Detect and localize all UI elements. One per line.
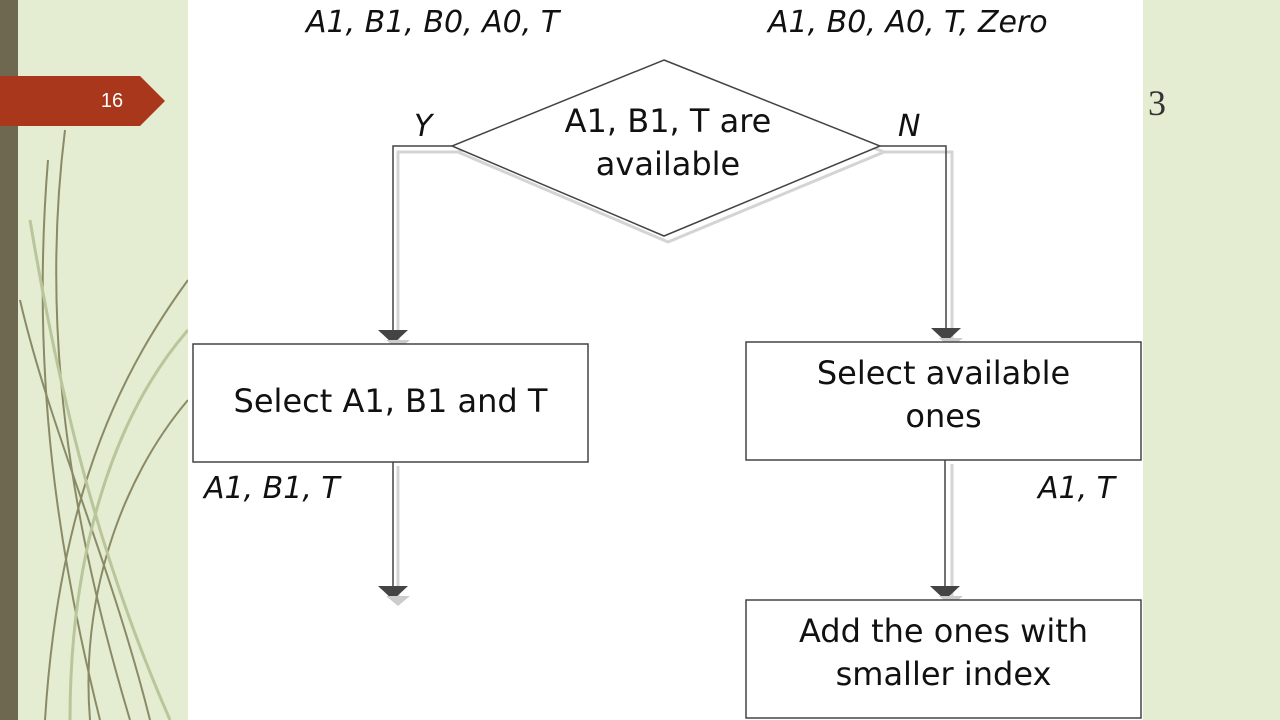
right-process-text-line1: Select available [816, 354, 1071, 392]
left-accent-bar [0, 0, 18, 720]
right-output-label: A1, T [1038, 471, 1116, 506]
decision-text-line2: available [595, 145, 741, 184]
top-left-inputs-label: A1, B1, B0, A0, T [306, 5, 560, 40]
no-label: N [898, 109, 921, 144]
bottom-process-text: Add the ones with smaller index [746, 610, 1141, 696]
left-output-arrowhead [378, 586, 408, 600]
decorative-grass-lines [19, 129, 190, 720]
bottom-process-text-line1: Add the ones with [798, 612, 1089, 650]
flowchart-shapes [192, 59, 1142, 719]
decision-text-line1: A1, B1, T are [564, 102, 772, 140]
no-arrowhead [931, 328, 961, 342]
no-branch-line [880, 145, 947, 330]
background-heading-fragment: 3 [1148, 83, 1166, 123]
bottom-process-text-line2: smaller index [835, 655, 1052, 694]
right-output-arrowhead [930, 586, 960, 600]
decision-text: A1, B1, T are available [518, 100, 818, 186]
yes-branch-line [392, 145, 452, 330]
slide-number: 16 [100, 90, 124, 112]
yes-label: Y [414, 109, 433, 144]
left-process-box [192, 343, 589, 463]
right-process-text: Select available ones [746, 352, 1141, 438]
right-process-text-line2: ones [905, 397, 982, 436]
bottom-process-box [745, 599, 1142, 719]
slide-number-tag [0, 76, 165, 126]
left-process-text: Select A1, B1 and T [233, 382, 548, 420]
decision-diamond [450, 59, 882, 237]
flowchart: A1, B1, B0, A0, T A1, B0, A0, T, Zero A1… [188, 0, 1143, 720]
yes-arrowhead [378, 330, 408, 344]
right-process-box [745, 341, 1142, 461]
left-output-label: A1, B1, T [204, 471, 340, 506]
top-right-inputs-label: A1, B0, A0, T, Zero [768, 5, 1048, 40]
